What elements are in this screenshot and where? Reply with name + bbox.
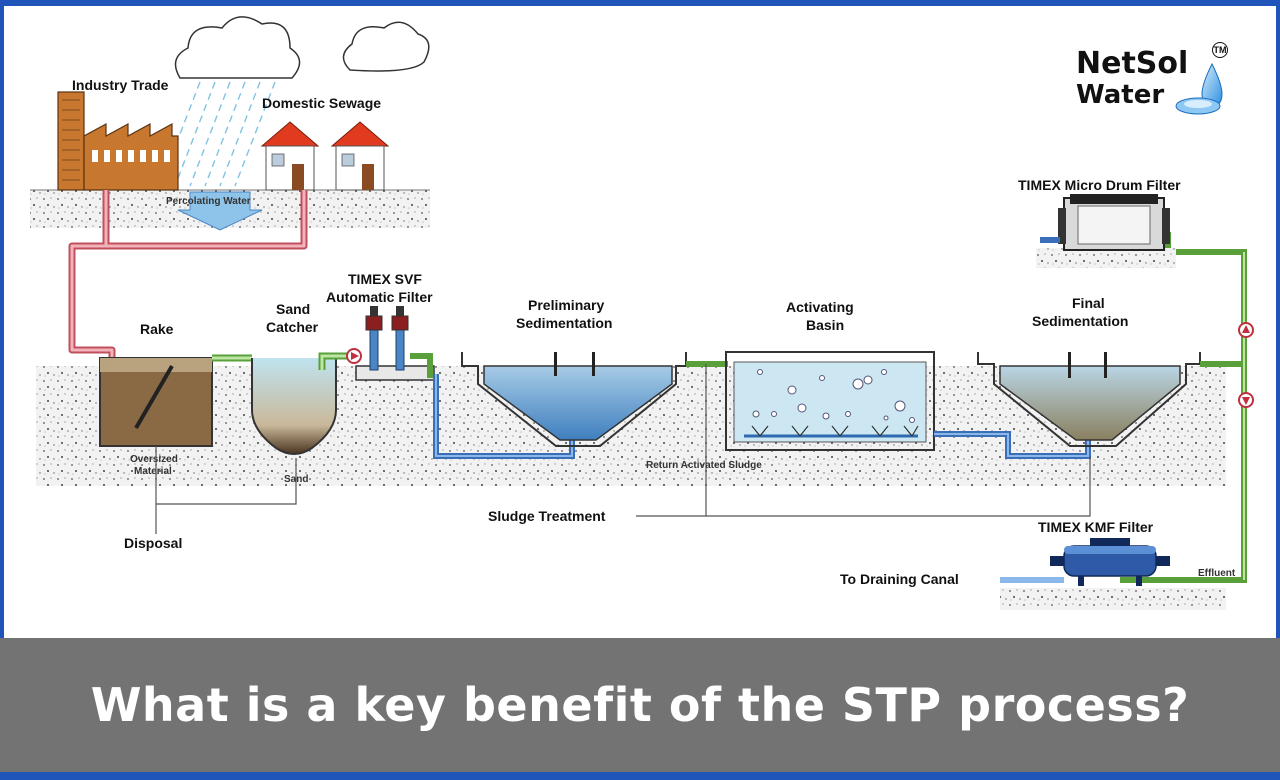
- oversized-material-label-1: Oversized: [130, 454, 178, 465]
- kmf-ground: [1000, 588, 1226, 610]
- sand-catcher-label-1: Sand: [276, 301, 310, 317]
- return-sludge-label: Return Activated Sludge: [646, 460, 762, 471]
- oversized-material-label-2: Material: [134, 466, 172, 477]
- water-drop-icon: [1175, 62, 1223, 115]
- factory-icon: [57, 91, 179, 191]
- top-border: [0, 0, 1280, 6]
- logo-text-netsol: NetSol: [1076, 46, 1189, 81]
- sludge-lines: [155, 364, 1091, 534]
- final-label-1: Final: [1072, 295, 1105, 311]
- micro-drum-ground: [1036, 248, 1176, 268]
- svf-filter-unit: [355, 306, 435, 381]
- rake-tank: [99, 357, 213, 447]
- preliminary-label-1: Preliminary: [528, 297, 604, 313]
- activating-label-1: Activating: [786, 299, 854, 315]
- question-banner: What is a key benefit of the STP process…: [0, 638, 1280, 772]
- final-label-2: Sedimentation: [1032, 313, 1128, 329]
- bottom-border: [0, 772, 1280, 780]
- kmf-label: TIMEX KMF Filter: [1038, 519, 1154, 535]
- final-sedimentation-tank: [977, 352, 1201, 447]
- banner-question-text: What is a key benefit of the STP process…: [90, 678, 1190, 732]
- house-icon: [260, 121, 320, 191]
- trademark-icon: TM: [1212, 42, 1228, 58]
- cloud-right-icon: [342, 21, 430, 72]
- left-border: [0, 0, 4, 780]
- sand-catcher-tank: [251, 358, 337, 455]
- preliminary-label-2: Sedimentation: [516, 315, 612, 331]
- domestic-sewage-label: Domestic Sewage: [262, 95, 381, 111]
- preliminary-sedimentation-tank: [461, 352, 687, 447]
- sand-catcher-label-2: Catcher: [266, 319, 319, 335]
- industry-trade-label: Industry Trade: [72, 77, 169, 93]
- rake-label: Rake: [140, 321, 174, 337]
- activating-label-2: Basin: [806, 317, 844, 333]
- svf-label-2: Automatic Filter: [326, 289, 433, 305]
- right-border: [1276, 0, 1280, 780]
- sludge-treatment-label: Sludge Treatment: [488, 508, 606, 524]
- stp-process-diagram: Percolating Water Industry Trade Domesti…: [30, 16, 1254, 610]
- draining-canal-label: To Draining Canal: [840, 571, 959, 587]
- effluent-label: Effluent: [1198, 568, 1236, 579]
- svf-label-1: TIMEX SVF: [348, 271, 422, 287]
- logo-text-water: Water: [1076, 80, 1165, 110]
- netsol-water-logo: NetSol Water TM: [1070, 40, 1230, 120]
- micro-drum-filter-unit: [1058, 194, 1170, 251]
- percolating-arrow-icon: [177, 191, 263, 231]
- house-icon: [330, 121, 390, 191]
- activating-basin: [725, 351, 935, 451]
- percolating-water-label: Percolating Water: [166, 196, 251, 207]
- disposal-label: Disposal: [124, 535, 182, 551]
- cloud-left-icon: [174, 16, 301, 79]
- rain-icon: [159, 81, 276, 187]
- kmf-filter-unit: [1050, 538, 1170, 586]
- micro-drum-label: TIMEX Micro Drum Filter: [1018, 177, 1181, 193]
